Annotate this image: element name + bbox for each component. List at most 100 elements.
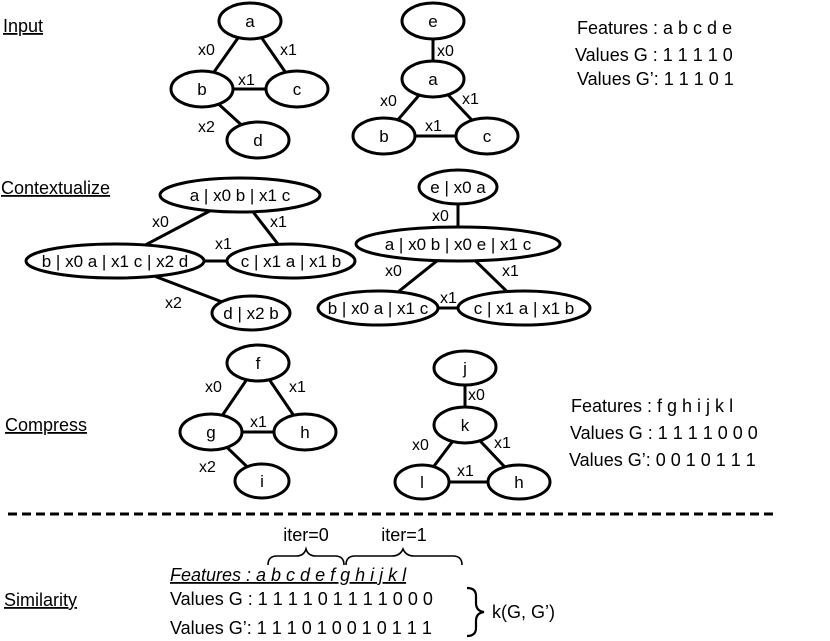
edge-label: x1 — [462, 91, 479, 108]
kernel-label: k(G, G’) — [492, 602, 555, 622]
edge-label: x0 — [380, 93, 397, 110]
edge-label: x2 — [199, 459, 216, 476]
node-label: l — [420, 473, 424, 492]
graph-node — [354, 225, 562, 263]
edge-label: x1 — [440, 290, 457, 307]
node-label: b | x0 a | x1 c | x2 d — [42, 252, 188, 271]
graph-node — [225, 343, 291, 383]
edge-label: x1 — [250, 414, 267, 431]
edge-label: x0 — [152, 214, 169, 231]
edge-label: x1 — [289, 379, 306, 396]
edge-label: x1 — [280, 42, 297, 59]
node-label: d | x2 b — [223, 304, 278, 323]
graph-node — [486, 463, 552, 501]
edge-label: x1 — [215, 236, 232, 253]
graph-node — [400, 1, 466, 41]
node-label: d — [253, 131, 262, 150]
graph-node — [351, 116, 417, 156]
section-label-similarity: Similarity — [4, 590, 77, 610]
graph-node — [432, 349, 498, 387]
node-label: c | x1 a | x1 b — [241, 252, 342, 271]
section-label-contextualize: Contextualize — [1, 178, 110, 198]
edge-label: x1 — [494, 435, 511, 452]
features-line: Features : f g h i j k l — [571, 396, 733, 416]
edge-label: x0 — [437, 43, 454, 60]
contextualize-graph-g: a | x0 b | x1 c b | x0 a | x1 c | x2 d c… — [24, 176, 357, 332]
edge-label: x0 — [432, 208, 449, 225]
section-label-input: Input — [3, 16, 43, 36]
node-label: e | x0 a — [430, 178, 486, 197]
graph-node — [272, 412, 338, 452]
edge-label: x0 — [198, 42, 215, 59]
edge-label: x0 — [468, 387, 485, 404]
edge-label: x2 — [198, 119, 215, 136]
similarity-values-gprime-line: Values G’: 1 1 1 0 1 0 0 1 0 1 1 1 — [170, 618, 432, 638]
compress-graph-g: f g h i x0 x1 x1 x2 — [178, 343, 338, 500]
input-graph-g: a b c d x0 x1 x1 x2 — [169, 1, 330, 160]
graph-node — [210, 294, 292, 332]
node-label: c — [293, 80, 302, 99]
similarity-block: iter=0 iter=1 Features : a b c d e f g h… — [170, 525, 555, 638]
features-line: Features : a b c d e — [577, 18, 732, 38]
node-label: i — [260, 472, 264, 491]
input-graph-gprime: e a b c x0 x0 x1 x1 — [351, 1, 520, 156]
similarity-features-line: Features : a b c d e f g h i j k l — [170, 565, 407, 585]
edge-label: x0 — [385, 263, 402, 280]
node-label: a | x0 b | x0 e | x1 c — [385, 235, 532, 254]
edge-label: x0 — [412, 437, 429, 454]
node-label: k — [461, 416, 470, 435]
compress-graph-gprime: j k l h x0 x0 x1 x1 — [393, 349, 552, 501]
edge-label: x1 — [502, 263, 519, 280]
graph-node — [178, 412, 244, 452]
node-label: b — [379, 127, 388, 146]
similarity-values-g-line: Values G : 1 1 1 1 0 1 1 1 1 0 0 0 — [170, 589, 433, 609]
graph-node — [393, 463, 451, 501]
kernel-brace — [466, 586, 485, 638]
node-label: f — [256, 354, 261, 373]
graph-node — [158, 176, 322, 214]
graph-node — [454, 116, 520, 156]
node-label: b | x0 a | x1 c — [328, 299, 429, 318]
iteration-label-0: iter=0 — [283, 525, 329, 545]
graph-node — [225, 120, 291, 160]
node-label: a — [245, 12, 255, 31]
graph-node — [264, 69, 330, 109]
graph-node — [233, 462, 291, 500]
node-label: h — [514, 473, 523, 492]
graph-node — [169, 69, 235, 109]
node-label: j — [462, 359, 467, 378]
node-label: a — [428, 70, 438, 89]
graph-node — [225, 242, 357, 280]
node-label: g — [206, 423, 215, 442]
graph-node — [417, 168, 499, 206]
section-label-compress: Compress — [5, 415, 87, 435]
contextualize-graph-gprime: e | x0 a a | x0 b | x0 e | x1 c b | x0 a… — [316, 168, 592, 327]
edge-label: x1 — [270, 214, 287, 231]
iteration-0-brace — [267, 546, 345, 566]
edge-label: x1 — [425, 118, 442, 135]
node-label: c — [483, 127, 492, 146]
graph-node — [316, 289, 440, 327]
graph-node — [432, 405, 498, 445]
node-label: b — [197, 80, 206, 99]
edge-label: x2 — [165, 295, 182, 312]
graph-node — [217, 1, 283, 41]
graph-node — [456, 289, 592, 327]
edge-label: x1 — [457, 463, 474, 480]
iteration-label-1: iter=1 — [381, 525, 427, 545]
values-gprime-line: Values G’: 0 0 1 0 1 1 1 — [569, 450, 756, 470]
edge-label: x0 — [205, 379, 222, 396]
compress-feature-info: Features : f g h i j k l Values G : 1 1 … — [569, 396, 758, 470]
graph-node — [400, 59, 466, 99]
graph-node — [24, 242, 206, 280]
node-label: e — [428, 12, 437, 31]
iteration-1-brace — [345, 546, 463, 566]
edge-label: x1 — [238, 72, 255, 89]
values-gprime-line: Values G’: 1 1 1 0 1 — [577, 69, 734, 89]
node-label: a | x0 b | x1 c — [190, 186, 291, 205]
values-g-line: Values G : 1 1 1 1 0 0 0 — [570, 423, 758, 443]
input-feature-info: Features : a b c d e Values G : 1 1 1 1 … — [575, 18, 734, 89]
node-label: h — [300, 423, 309, 442]
node-label: c | x1 a | x1 b — [474, 299, 575, 318]
